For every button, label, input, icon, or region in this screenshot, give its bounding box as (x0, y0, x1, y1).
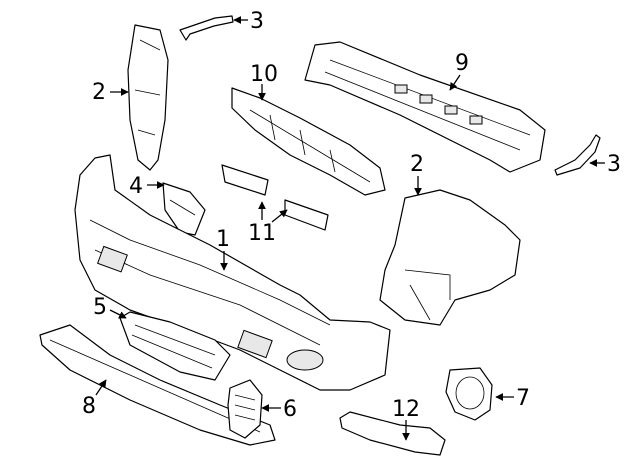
callout-6: 6 (283, 397, 297, 422)
callout-3-right: 3 (607, 152, 621, 177)
part-12-bracket[interactable] (339, 411, 446, 456)
part-4-bracket[interactable] (162, 182, 206, 236)
part-2-bracket-left[interactable] (127, 24, 169, 171)
callout-11: 11 (248, 221, 276, 246)
callout-3-top: 3 (250, 9, 264, 34)
part-2-bracket-right[interactable] (379, 189, 521, 326)
callout-2-right: 2 (410, 152, 424, 177)
callout-7: 7 (516, 386, 530, 411)
leader-9 (449, 74, 461, 91)
callout-10: 10 (250, 62, 278, 87)
leader-5 (109, 309, 127, 319)
callout-5: 5 (93, 295, 107, 320)
part-6-fog-bezel[interactable] (227, 379, 263, 439)
callout-9: 9 (455, 51, 469, 76)
part-10-energy-absorber[interactable] (231, 87, 386, 196)
part-9-reinforcement-beam[interactable] (304, 41, 546, 173)
part-3-trim-strip-right[interactable] (554, 134, 601, 176)
leader-8 (95, 379, 107, 396)
part-1-bumper-cover[interactable] (74, 154, 391, 391)
part-7-fog-lamp[interactable] (445, 367, 493, 421)
callout-12: 12 (392, 397, 420, 422)
part-8-skid-plate[interactable] (39, 324, 276, 446)
part-3-trim-strip-top[interactable] (179, 15, 234, 41)
callout-1: 1 (216, 227, 230, 252)
part-5-lower-grille[interactable] (119, 311, 231, 381)
leader-11-b (271, 209, 288, 223)
callout-8: 8 (82, 394, 96, 419)
callout-4: 4 (129, 174, 143, 199)
callout-2-left: 2 (92, 80, 106, 105)
